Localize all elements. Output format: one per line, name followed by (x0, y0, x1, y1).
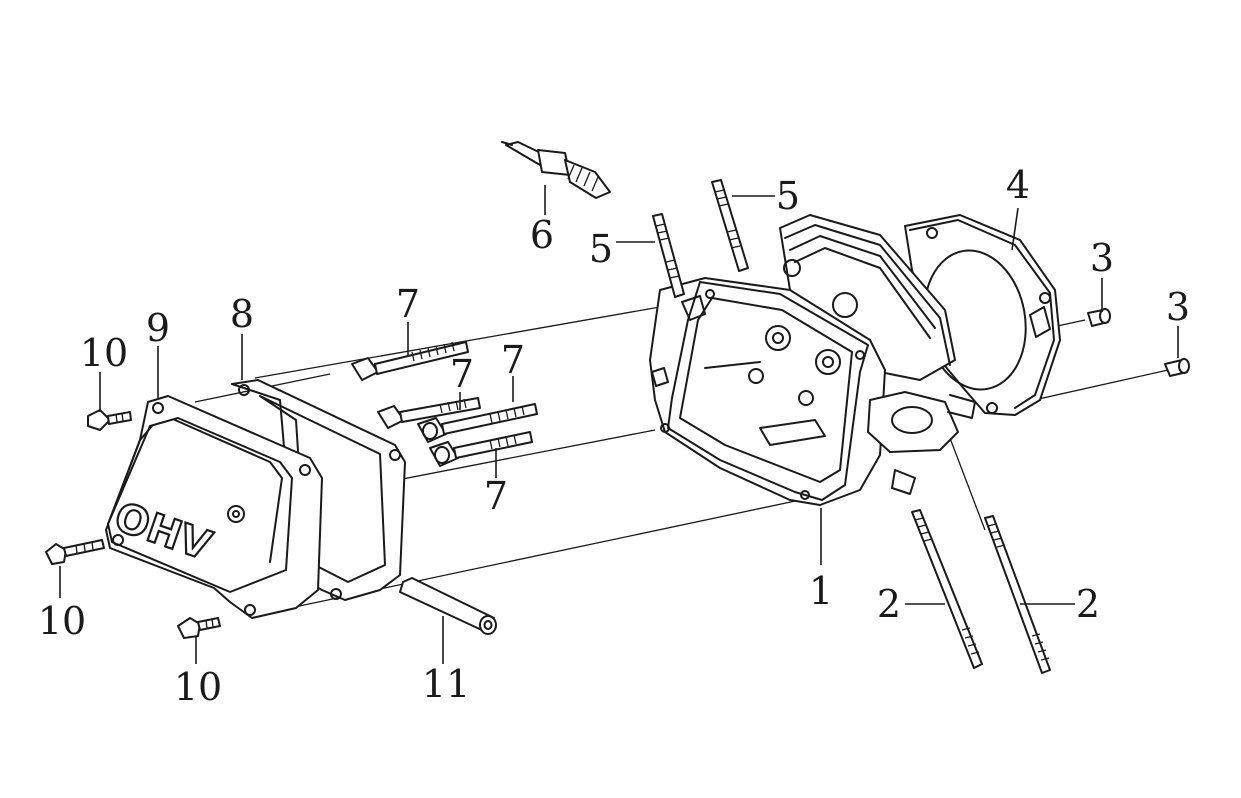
callout-10-bottom: 10 (174, 665, 222, 709)
cover-screw-top (87, 409, 132, 431)
dowel-pin-lower (1164, 358, 1190, 377)
callout-7-middle-right: 7 (501, 338, 525, 382)
callout-3-upper: 3 (1090, 236, 1114, 280)
callout-4: 4 (1006, 163, 1030, 207)
cover-screw-bottom (177, 617, 221, 639)
callout-5-left: 5 (589, 227, 613, 271)
callout-6: 6 (530, 213, 554, 257)
dowel-pin-upper (1087, 308, 1111, 327)
breather-pipe (399, 577, 497, 635)
callout-8: 8 (230, 292, 254, 336)
leader-lines (59, 185, 1179, 664)
bolt-long-top (351, 341, 469, 381)
callout-7-top: 7 (396, 282, 420, 326)
callout-1: 1 (809, 569, 833, 613)
spark-plug (501, 141, 611, 199)
push-rod-left (911, 509, 983, 669)
callout-7-bottom: 7 (484, 474, 508, 518)
callout-9: 9 (146, 306, 170, 350)
callout-2-left: 2 (877, 582, 901, 626)
stud-right (711, 179, 749, 272)
cylinder-head (649, 214, 976, 506)
callout-7-middle-left: 7 (450, 352, 474, 396)
callout-10-top: 10 (80, 331, 128, 375)
callout-3-lower: 3 (1166, 285, 1190, 329)
callout-2-right: 2 (1076, 582, 1100, 626)
bolt-middle-2 (417, 403, 538, 443)
stud-left (652, 213, 685, 298)
cover-screw-left (45, 539, 105, 565)
head-gasket (904, 214, 1061, 416)
callout-5-right: 5 (776, 174, 800, 218)
callout-numbers: 1 2 2 3 3 4 5 5 6 7 7 7 7 8 9 10 10 10 1… (38, 163, 1190, 709)
push-rod-right (984, 515, 1051, 674)
bolt-lower (429, 431, 533, 467)
callout-10-left: 10 (38, 599, 86, 643)
callout-11: 11 (422, 662, 470, 706)
